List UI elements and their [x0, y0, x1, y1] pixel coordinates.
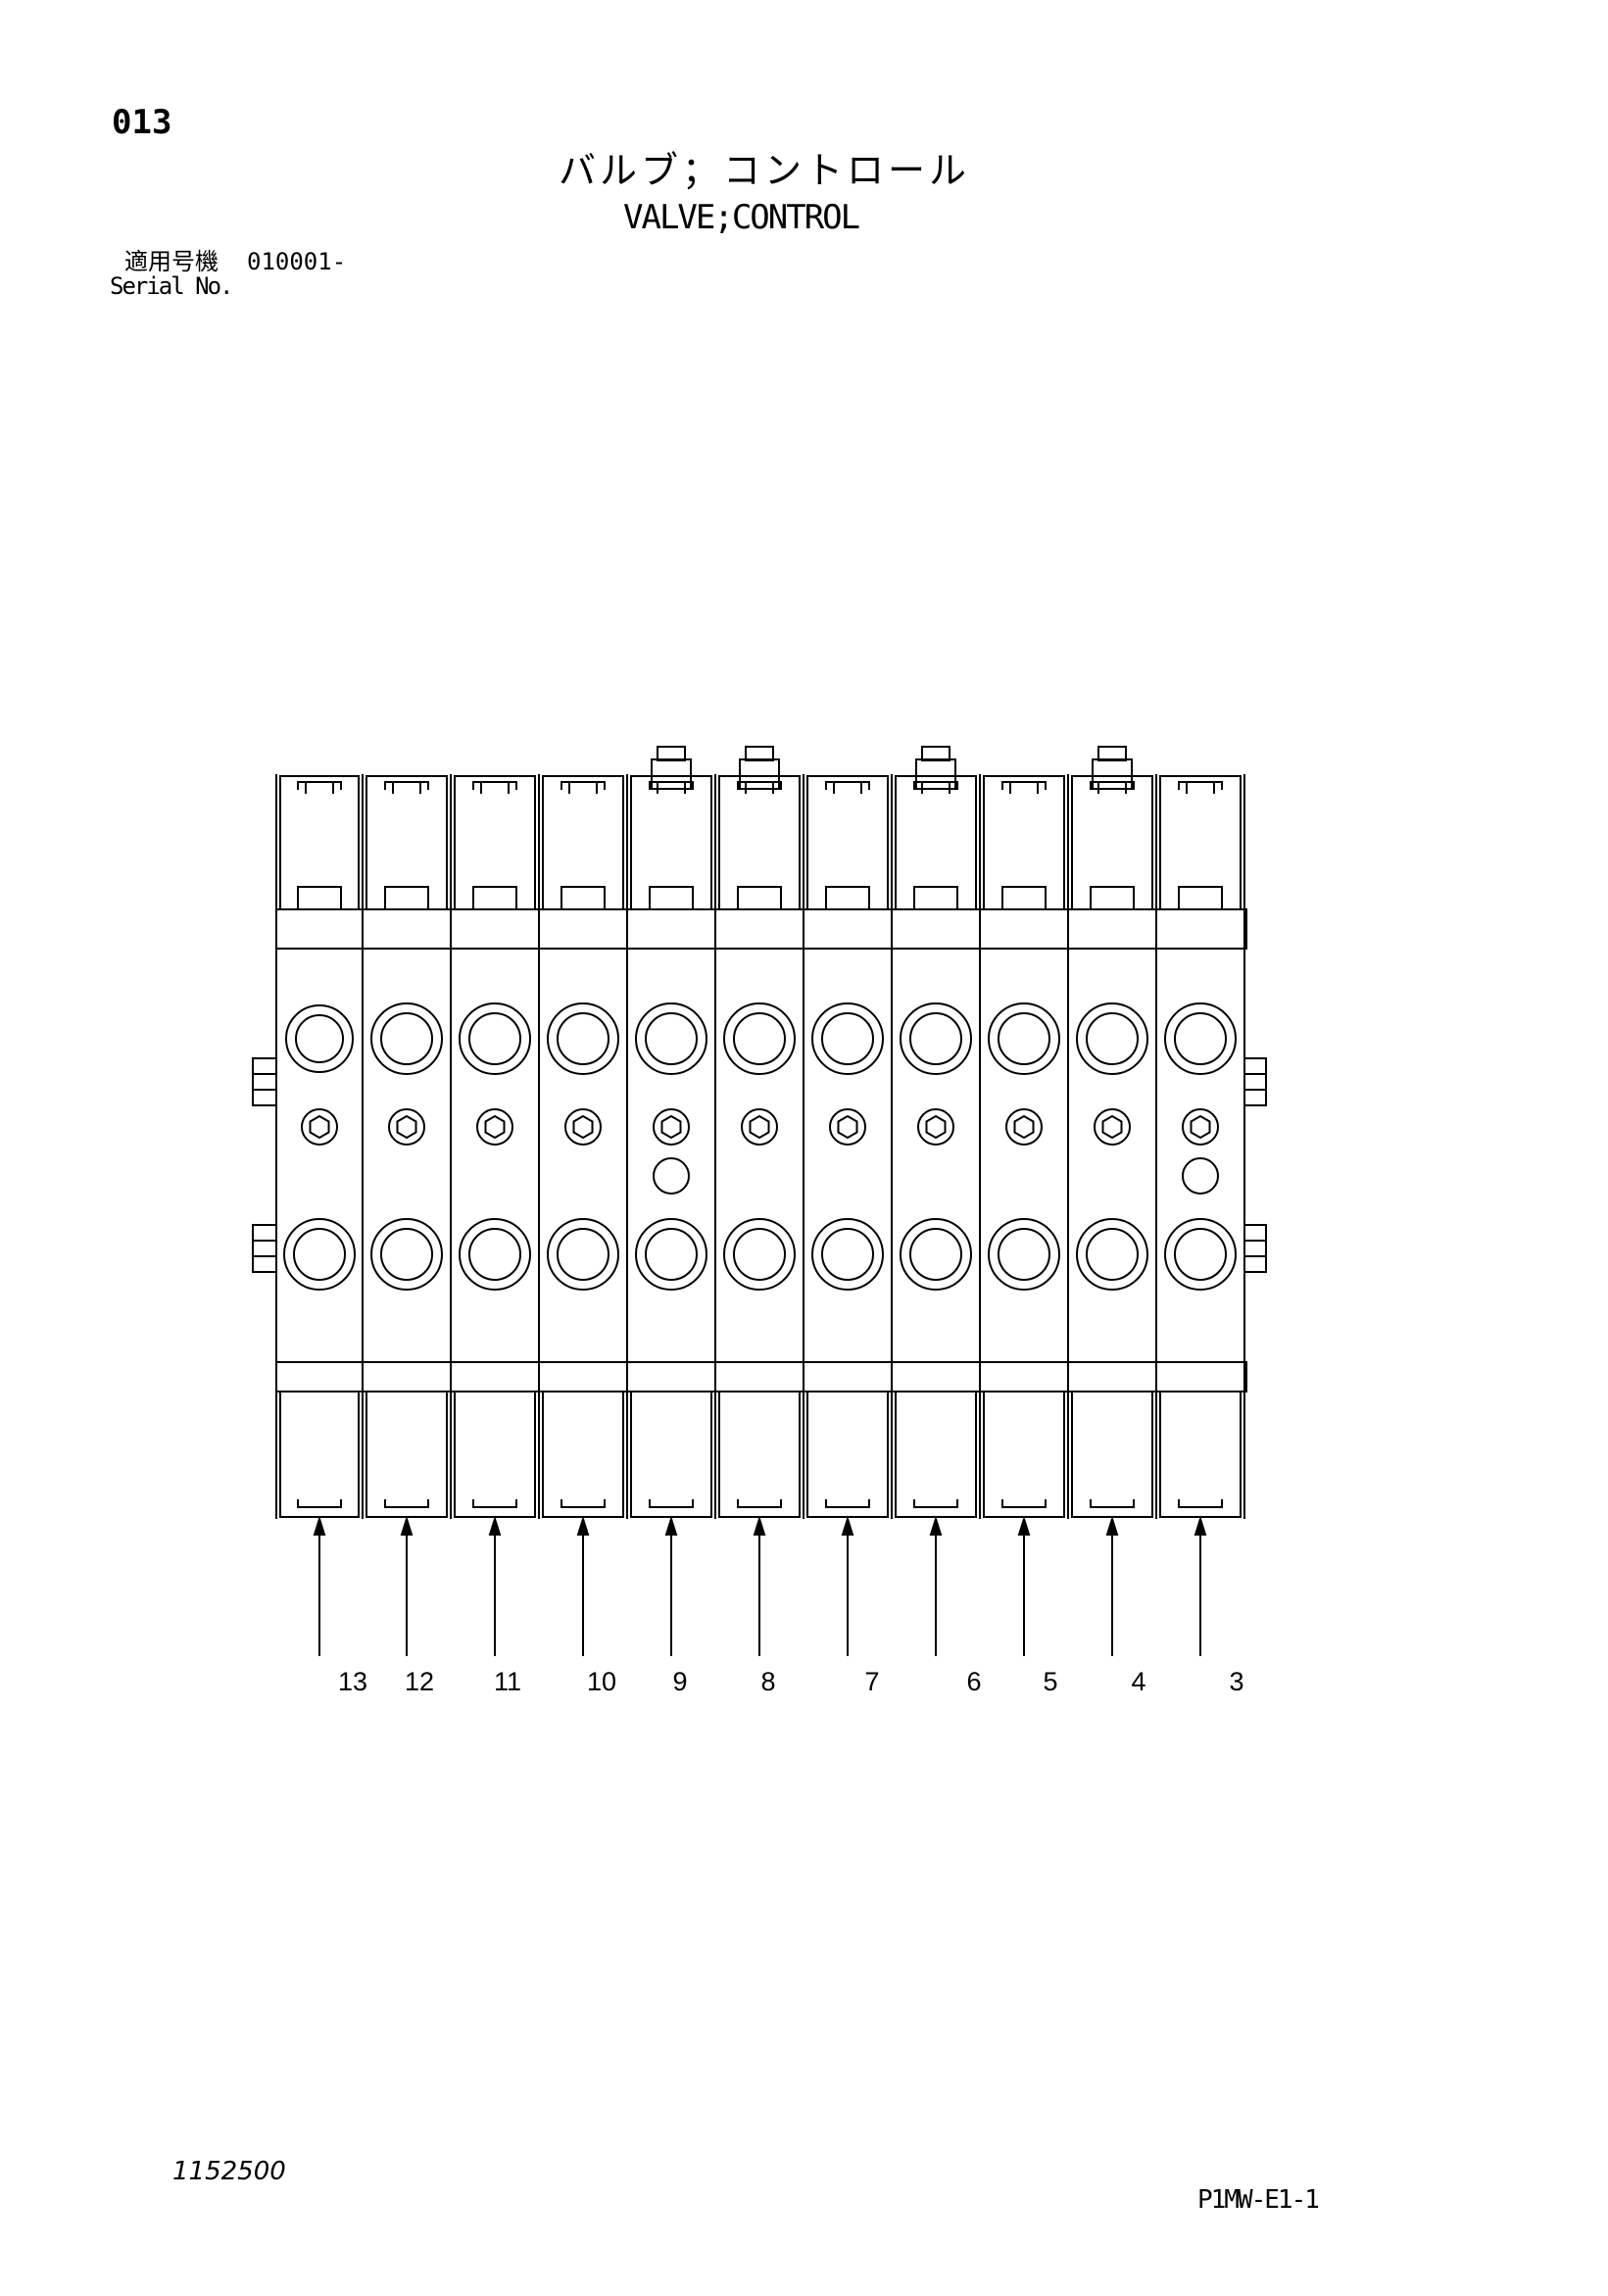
port-circle — [988, 1218, 1060, 1291]
port-circle — [811, 1218, 884, 1291]
port-circle — [635, 1218, 707, 1291]
callout-label: 7 — [864, 1667, 879, 1696]
title-japanese: バルブ；コントロール — [559, 149, 971, 192]
serial-label-english: Serial No. — [110, 272, 233, 300]
lower-plate — [275, 1361, 1247, 1392]
port-circle — [1076, 1218, 1148, 1291]
callout-label: 6 — [966, 1667, 981, 1696]
bottom-cap — [806, 1391, 889, 1518]
valve-section — [979, 774, 1065, 1656]
top-cap — [630, 775, 712, 910]
port-circle — [723, 1002, 796, 1075]
valve-section — [1155, 774, 1242, 1656]
serial-number-value: 010001- — [247, 248, 347, 275]
port-circle — [547, 1218, 619, 1291]
valve-section — [362, 774, 448, 1656]
bottom-cap — [630, 1391, 712, 1518]
port-circle — [370, 1002, 443, 1075]
port-circle — [1164, 1002, 1237, 1075]
bottom-cap — [895, 1391, 977, 1518]
port-circle — [1076, 1002, 1148, 1075]
top-cap — [365, 775, 448, 910]
callout-label: 11 — [494, 1667, 521, 1696]
valve-section — [450, 774, 536, 1656]
top-cap — [454, 775, 536, 910]
callout-label: 13 — [338, 1667, 367, 1696]
port-circle — [900, 1218, 972, 1291]
hex-plug — [1182, 1157, 1219, 1195]
mounting-bolt — [252, 1057, 277, 1106]
port-circle — [900, 1002, 972, 1075]
valve-section — [275, 774, 360, 1656]
valve-section — [626, 774, 712, 1656]
bottom-cap — [279, 1391, 360, 1518]
hex-plug — [1005, 1108, 1043, 1146]
valve-section — [538, 774, 624, 1656]
hex-plug — [301, 1108, 338, 1146]
port-circle — [811, 1002, 884, 1075]
bottom-cap — [454, 1391, 536, 1518]
callout-label: 9 — [672, 1667, 687, 1696]
port-circle — [988, 1002, 1060, 1075]
callout-label: 5 — [1043, 1667, 1057, 1696]
valve-section — [1067, 774, 1153, 1656]
port-circle — [1164, 1218, 1237, 1291]
top-cap — [983, 775, 1065, 910]
top-cap — [1071, 775, 1153, 910]
top-cap — [542, 775, 624, 910]
page-number: 013 — [112, 103, 172, 142]
upper-plate — [275, 908, 1247, 950]
callout-label: 8 — [760, 1667, 775, 1696]
port-circle — [370, 1218, 443, 1291]
serial-label-japanese: 適用号機 — [124, 248, 219, 275]
hex-plug — [564, 1108, 602, 1146]
mounting-bolt — [1243, 1057, 1267, 1106]
hex-plug — [388, 1108, 425, 1146]
port-circle — [283, 1218, 356, 1291]
page-code: P1MW-E1-1 — [1197, 2185, 1320, 2215]
bottom-cap — [1071, 1391, 1153, 1518]
hex-plug — [653, 1157, 690, 1195]
port-circle — [723, 1218, 796, 1291]
top-cap — [806, 775, 889, 910]
top-cap — [718, 775, 801, 910]
hex-plug — [917, 1108, 954, 1146]
bottom-cap — [365, 1391, 448, 1518]
bottom-cap — [1159, 1391, 1242, 1518]
hex-plug — [741, 1108, 778, 1146]
valve-body — [275, 948, 1245, 1363]
mounting-bolt — [1243, 1224, 1267, 1273]
top-cap — [279, 775, 360, 910]
port-circle — [635, 1002, 707, 1075]
valve-section — [714, 774, 801, 1656]
top-cap — [895, 775, 977, 910]
callout-label: 3 — [1229, 1667, 1243, 1696]
document-number: 1152500 — [172, 2157, 286, 2186]
hex-plug — [1182, 1108, 1219, 1146]
port-circle — [285, 1004, 354, 1073]
bottom-cap — [718, 1391, 801, 1518]
callout-label: 4 — [1131, 1667, 1145, 1696]
hex-plug — [1094, 1108, 1131, 1146]
valve-section — [891, 774, 977, 1656]
valve-section — [803, 774, 889, 1656]
port-circle — [459, 1002, 531, 1075]
bottom-cap — [983, 1391, 1065, 1518]
mounting-bolt — [252, 1224, 277, 1273]
hex-plug — [653, 1108, 690, 1146]
bottom-cap — [542, 1391, 624, 1518]
callout-label: 10 — [587, 1667, 616, 1696]
port-circle — [547, 1002, 619, 1075]
hex-plug — [476, 1108, 513, 1146]
hex-plug — [829, 1108, 866, 1146]
callout-label: 12 — [405, 1667, 434, 1696]
title-english: VALVE;CONTROL — [623, 198, 860, 237]
port-circle — [459, 1218, 531, 1291]
top-cap — [1159, 775, 1242, 910]
